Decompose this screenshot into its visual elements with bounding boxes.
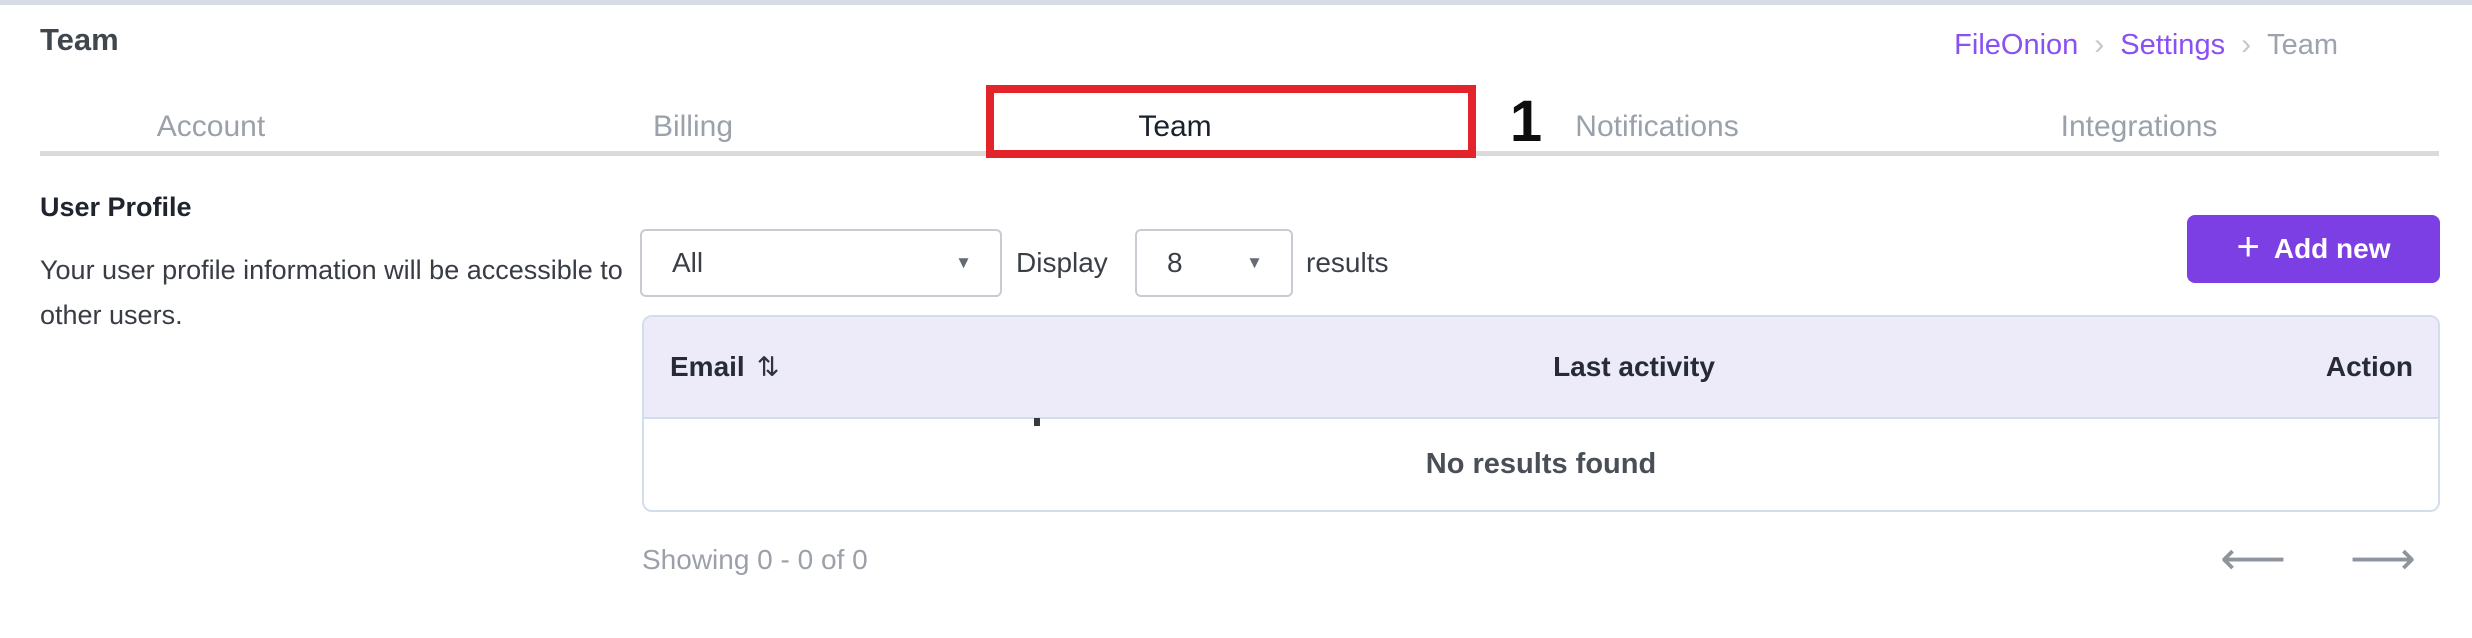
results-label: results xyxy=(1306,247,1389,278)
breadcrumb-link-fileonion[interactable]: FileOnion xyxy=(1954,29,2079,61)
display-label: Display xyxy=(1016,247,1108,278)
tab-notifications[interactable]: Notifications xyxy=(1575,110,1739,143)
breadcrumb-link-settings[interactable]: Settings xyxy=(2120,29,2226,61)
caret-down-icon: ▼ xyxy=(1246,253,1263,272)
filter-select[interactable]: All ▼ xyxy=(640,229,1002,297)
tab-account[interactable]: Account xyxy=(156,110,266,143)
chevron-right-icon: › xyxy=(2094,28,2105,61)
tab-integrations[interactable]: Integrations xyxy=(2060,110,2218,143)
chevron-right-icon: › xyxy=(2241,28,2252,61)
breadcrumb: FileOnion › Settings › Team xyxy=(1954,23,2338,67)
settings-tabs: Account Billing Team Notifications Integ… xyxy=(0,95,2380,159)
plus-icon: + xyxy=(2236,225,2260,269)
sort-icon[interactable]: ⇅ xyxy=(756,351,780,382)
arrow-left-icon[interactable]: ⟵ xyxy=(2220,531,2286,585)
arrow-right-icon[interactable]: ⟶ xyxy=(2350,531,2416,585)
column-header-last-activity: Last activity xyxy=(1553,351,1715,382)
stray-cursor-mark xyxy=(1034,418,1040,426)
add-new-button-label: Add new xyxy=(2273,233,2391,264)
table-empty-message: No results found xyxy=(1425,448,1657,480)
window-top-strip xyxy=(0,0,2472,5)
annotation-highlight-box xyxy=(986,85,1476,158)
caret-down-icon: ▼ xyxy=(955,253,972,272)
page-title: Team xyxy=(40,22,119,57)
team-table: Email ⇅ Last activity Action No results … xyxy=(642,315,2440,512)
tab-team[interactable]: Team xyxy=(1138,110,1212,143)
add-new-button[interactable]: + Add new xyxy=(2187,215,2440,283)
column-header-email[interactable]: Email ⇅ xyxy=(644,351,1284,383)
filter-select-value: All xyxy=(672,247,704,278)
section-heading: User Profile xyxy=(40,192,192,222)
page-size-select[interactable]: 8 ▼ xyxy=(1135,229,1293,297)
breadcrumb-current-team: Team xyxy=(2267,29,2338,61)
column-header-action: Action xyxy=(2325,351,2413,382)
page-size-select-value: 8 xyxy=(1167,247,1183,278)
annotation-step-number: 1 xyxy=(1509,89,1543,154)
tab-billing[interactable]: Billing xyxy=(652,110,734,143)
pagination-summary: Showing 0 - 0 of 0 xyxy=(642,544,868,575)
column-header-email-label: Email xyxy=(670,351,745,382)
section-description: Your user profile information will be ac… xyxy=(40,255,623,330)
table-header-row: Email ⇅ Last activity Action xyxy=(644,317,2438,419)
